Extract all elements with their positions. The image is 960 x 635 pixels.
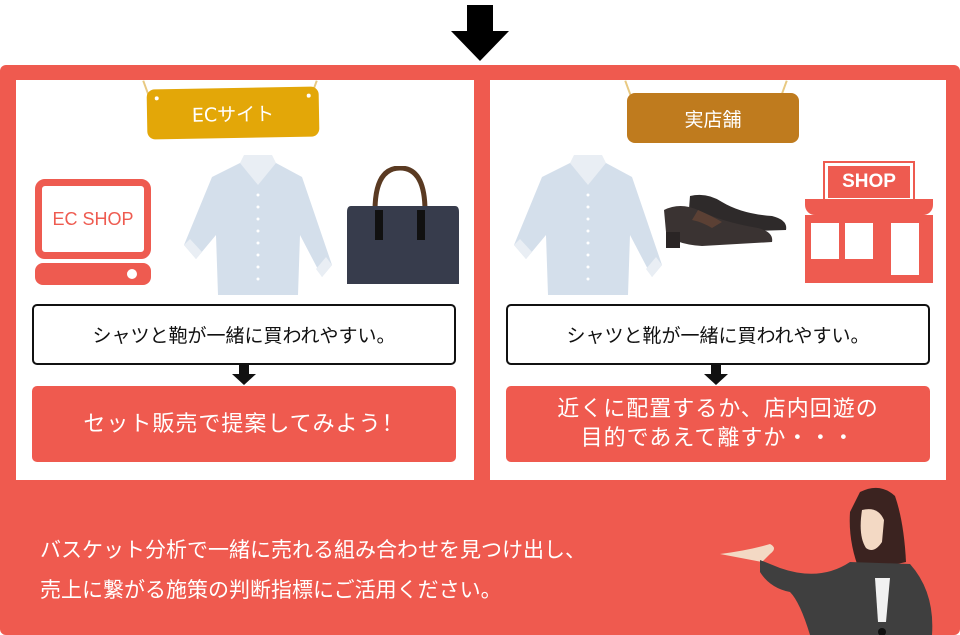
sign-label: ECサイト <box>191 102 275 127</box>
ec-site-panel: ECサイト EC SHOP シャツと鞄が一緒に買われやすい。 セット販売で提案し… <box>16 80 474 480</box>
ec-site-sign: ECサイト <box>146 86 320 140</box>
down-arrow-icon <box>232 365 256 385</box>
physical-store-sign: 実店舗 <box>627 93 799 143</box>
ec-action-text: セット販売で提案してみよう！ <box>83 411 405 437</box>
dress-shirt-icon <box>514 155 662 295</box>
leather-shoes-icon <box>664 194 787 248</box>
store-action-box: 近くに配置するか、店内回遊の 目的であえて離すか・・・ <box>506 386 930 462</box>
dress-shirt-icon <box>184 155 332 295</box>
store-statement-box: シャツと靴が一緒に買われやすい。 <box>506 304 930 365</box>
business-bag-icon <box>347 166 459 284</box>
footer-message: バスケット分析で一緒に売れる組み合わせを見つけ出し、 売上に繋がる施策の判断指標… <box>40 530 586 610</box>
ec-action-box: セット販売で提案してみよう！ <box>32 386 456 462</box>
shop-storefront-icon: SHOP <box>805 161 933 283</box>
ec-statement-text: シャツと鞄が一緒に買われやすい。 <box>92 325 396 347</box>
physical-store-panel: 実店舗 SHOP シャツと靴が一緒に買われやすい。 近くに配置するか、店内回遊の <box>490 80 946 480</box>
presenter-woman-icon <box>720 487 933 635</box>
store-action-line-1: 近くに配置するか、店内回遊の <box>557 397 879 422</box>
sign-label: 実店舗 <box>684 108 742 131</box>
footer-line-1: バスケット分析で一緒に売れる組み合わせを見つけ出し、 <box>40 538 586 562</box>
sign-hole <box>154 96 159 101</box>
ec-shop-monitor-icon: EC SHOP <box>35 179 151 285</box>
monitor-text: EC SHOP <box>52 208 134 229</box>
store-action-line-2: 目的であえて離すか・・・ <box>580 426 856 451</box>
sign-hole <box>306 93 311 98</box>
down-arrow-icon <box>704 365 728 385</box>
store-statement-text: シャツと靴が一緒に買われやすい。 <box>566 325 870 347</box>
storefront-text: SHOP <box>842 171 896 192</box>
footer-line-2: 売上に繋がる施策の判断指標にご活用ください。 <box>40 578 502 602</box>
ec-statement-box: シャツと鞄が一緒に買われやすい。 <box>32 304 456 365</box>
down-arrow-icon <box>451 5 509 61</box>
